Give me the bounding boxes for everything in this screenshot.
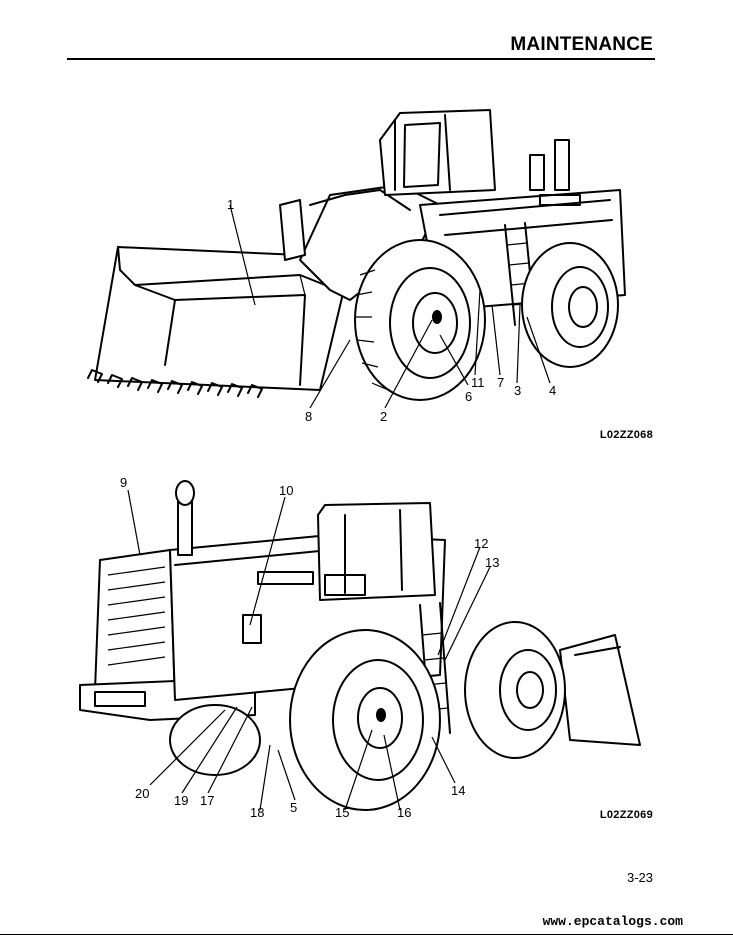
callout-15: 15 (335, 805, 350, 820)
figure-rear-view: 9 10 12 13 14 15 16 17 18 19 20 5 L02ZZ0… (0, 475, 733, 825)
callout-20: 20 (135, 786, 150, 801)
callout-1: 1 (227, 197, 235, 212)
footer-rule (0, 934, 733, 935)
callout-5: 5 (290, 800, 298, 815)
watermark-url: www.epcatalogs.com (542, 914, 683, 929)
callout-9: 9 (120, 475, 128, 490)
callout-2: 2 (380, 409, 388, 424)
callout-19: 19 (174, 793, 189, 808)
wheel-loader-rear-illustration (79, 480, 641, 811)
callout-14: 14 (451, 783, 466, 798)
callout-12: 12 (474, 536, 489, 551)
wheel-loader-front-illustration (87, 109, 626, 409)
callout-7: 7 (497, 375, 505, 390)
callout-10: 10 (279, 483, 294, 498)
callout-11: 11 (471, 375, 485, 390)
callout-3: 3 (514, 383, 522, 398)
callout-4: 4 (549, 383, 557, 398)
callout-18: 18 (250, 805, 265, 820)
callout-16: 16 (397, 805, 412, 820)
header-rule (67, 58, 655, 60)
page-number: 3-23 (626, 870, 653, 885)
callout-6: 6 (465, 389, 473, 404)
callout-8: 8 (305, 409, 313, 424)
figure-code: L02ZZ069 (599, 809, 653, 821)
callout-13: 13 (485, 555, 500, 570)
figure-code: L02ZZ068 (599, 429, 653, 441)
callout-17: 17 (200, 793, 215, 808)
figure-front-view: 1 2 3 4 6 7 8 11 L02ZZ068 (0, 95, 733, 445)
section-title: MAINTENANCE (510, 34, 653, 55)
